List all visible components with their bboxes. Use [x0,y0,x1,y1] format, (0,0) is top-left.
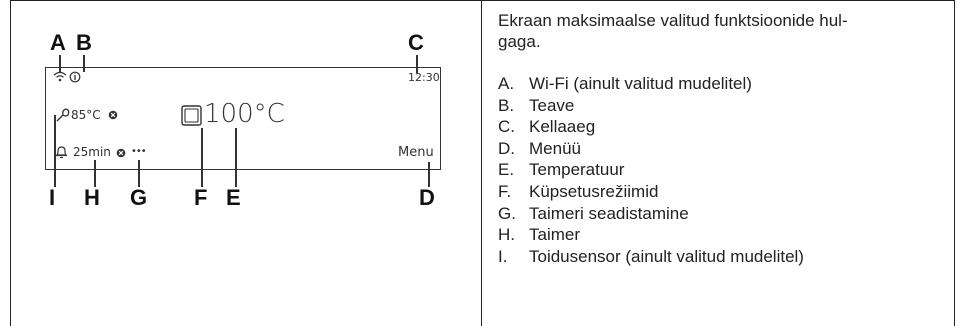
legend-key: F. [498,181,512,201]
timer-value: 25min [73,145,111,159]
leader-g [138,160,140,187]
legend-text: Teave [529,95,575,115]
legend-text: Wi-Fi (ainult valitud mudelitel) [529,74,752,93]
legend-text: Kellaaeg [529,117,596,137]
label-i: I [49,185,56,210]
legend-key: I. [498,246,508,266]
leader-a [59,55,61,73]
legend-key: B. [498,95,515,115]
clock-time: 12:30 [408,71,440,84]
legend-item: I. Toidusensor (ainult valitud mudelitel… [498,246,948,268]
label-a: A [50,30,66,55]
label-d: D [419,185,435,210]
legend-text: Küpsetusrežiimid [529,181,659,201]
table-column-divider [481,0,482,326]
cancel-icon [108,110,118,120]
leader-h [94,160,96,187]
legend-key: E. [498,160,515,180]
leader-d [428,162,430,187]
menu-label: Menu [398,145,434,160]
legend-list: A. Wi-Fi (ainult valitud mudelitel) B. T… [498,73,948,267]
leader-e [235,128,237,187]
leader-i [54,115,56,187]
legend-text: Taimer [529,225,581,245]
label-e: E [226,185,241,210]
figure-caption: Ekraan maksimaalse valitud funktsioonide… [498,10,938,52]
legend-item: F. Küpsetusrežiimid [498,181,948,203]
legend-text: Menüü [529,138,581,158]
info-icon [69,71,81,83]
legend-item: E. Temperatuur [498,159,948,181]
leader-f [201,128,203,187]
legend-item: D. Menüü [498,138,948,160]
cavity-temperature: 100°C [204,99,285,129]
legend-item: G. Taimeri seadistamine [498,203,948,225]
legend-item: B. Teave [498,95,948,117]
table-top-border [10,0,955,1]
legend-item: H. Taimer [498,224,948,246]
legend-item: A. Wi-Fi (ainult valitud mudelitel) [498,73,948,95]
leader-b [83,55,85,72]
wifi-icon [53,71,67,82]
leader-c [416,55,418,73]
caption-line: Ekraan maksimaalse valitud funktsioonide… [498,11,848,30]
label-f: F [194,185,208,210]
caption-line: gaga. [498,32,541,51]
legend-key: G. [498,203,516,223]
label-b: B [76,30,92,55]
legend-text: Temperatuur [529,160,625,180]
legend-key: C. [498,117,515,137]
legend-text: Taimeri seadistamine [529,203,689,223]
legend-key: H. [498,225,515,245]
legend-key: A. [498,74,515,93]
bell-icon [55,146,68,159]
table-right-border [954,0,955,326]
legend-text: Toidusensor (ainult valitud mudelitel) [529,246,804,266]
table-left-border [10,0,11,326]
oven-mode-icon [181,105,202,126]
timer-settings-dots: ••• [131,146,147,157]
oven-display-screen [45,67,441,170]
probe-temperature: 85°C [71,108,101,122]
cancel-icon [116,148,126,158]
label-c: C [408,30,424,55]
food-probe-icon [56,108,70,122]
label-h: H [84,185,100,210]
legend-item: C. Kellaaeg [498,116,948,138]
legend-key: D. [498,138,515,158]
label-g: G [130,185,148,210]
